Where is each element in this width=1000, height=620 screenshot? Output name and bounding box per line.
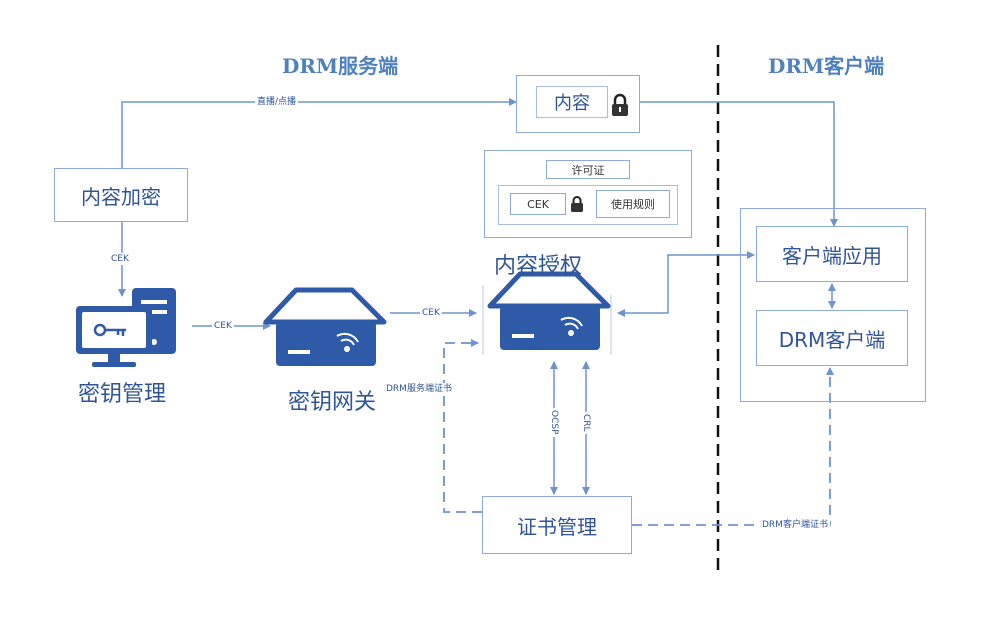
cert-mgmt-node[interactable]: 证书管理 (482, 496, 632, 554)
content-auth-label: 内容授权 (494, 254, 583, 279)
computer-key-icon (76, 288, 176, 367)
license-title: 许可证 (546, 160, 630, 179)
license-title-label: 许可证 (571, 163, 605, 177)
content-node-label: 内容 (554, 93, 590, 114)
padlock-icon (612, 93, 628, 116)
usage-rules-box[interactable]: 使用规则 (596, 190, 670, 218)
server-section-title: DRM服务端 (282, 54, 399, 78)
edge-label-live-vod: 直播/点播 (255, 96, 299, 108)
content-encrypt-label: 内容加密 (81, 184, 161, 209)
client-app-node[interactable]: 客户端应用 (756, 226, 908, 282)
edge-live-vod (121, 98, 517, 168)
edge-label-crl: CRL (580, 412, 592, 434)
client-frame (740, 208, 926, 402)
client-section-title: DRM客户端 (768, 54, 885, 78)
edge-label-ocsp: OCSP (548, 408, 560, 437)
license-inner-frame (498, 185, 678, 225)
edge-label-server-cert: DRM服务端证书 (384, 383, 454, 395)
padlock-icon (571, 196, 583, 212)
cert-mgmt-label: 证书管理 (517, 514, 597, 539)
content-encrypt-node[interactable]: 内容加密 (54, 168, 188, 222)
edge-label-client-cert: DRM客户端证书 (760, 519, 830, 531)
edge-label-cek-mid: CEK (212, 320, 234, 332)
key-mgmt-label: 密钥管理 (78, 382, 167, 407)
edge-label-cek-down: CEK (109, 253, 131, 265)
server-icon (263, 287, 387, 366)
content-node[interactable]: 内容 (536, 86, 608, 118)
drm-client-node[interactable]: DRM客户端 (756, 310, 908, 366)
edge-label-cek-right: CEK (420, 307, 442, 319)
cek-box-label: CEK (527, 197, 549, 211)
edge-auth-client (617, 251, 755, 317)
cek-box[interactable]: CEK (510, 193, 566, 215)
edge-server-cert (443, 339, 482, 513)
usage-rules-label: 使用规则 (611, 198, 655, 211)
edge-content-to-client (640, 101, 838, 227)
server-icon (487, 271, 611, 350)
license-frame (484, 150, 692, 238)
drm-client-label: DRM客户端 (778, 327, 886, 352)
key-gateway-label: 密钥网关 (288, 390, 377, 415)
client-app-label: 客户端应用 (782, 243, 882, 268)
edge-client-cert (632, 367, 834, 526)
content-outer-frame (516, 75, 640, 133)
